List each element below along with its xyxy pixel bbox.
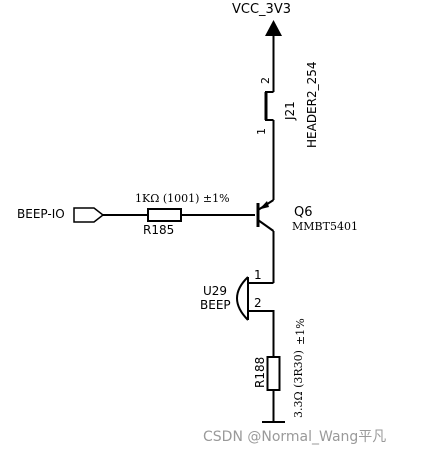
resistor-r185-ref: R185 <box>143 223 174 237</box>
header-pin2-label: 2 <box>259 77 272 84</box>
transistor-part: MMBT5401 <box>292 220 358 233</box>
buzzer-pin2-label: 2 <box>254 296 262 310</box>
resistor-r188-body <box>266 356 281 391</box>
transistor-q6-emitter-arrow <box>259 201 269 210</box>
transistor-q6-collector-lead <box>257 219 275 232</box>
watermark-text: CSDN @Normal_Wang平凡 <box>203 429 386 445</box>
header-ref: J21 <box>283 101 297 121</box>
resistor-r188-value: 3.3Ω (3R30) <box>292 350 305 418</box>
buzzer-u29-body <box>236 276 249 321</box>
net-port-symbol <box>73 207 105 223</box>
header-pin1-label: 1 <box>255 128 268 135</box>
net-label: BEEP-IO <box>17 207 65 221</box>
resistor-r185-value: 1KΩ (1001) ±1% <box>135 192 230 205</box>
header-value: HEADER2_254 <box>305 61 319 148</box>
resistor-r188-ref: R188 <box>253 357 267 388</box>
buzzer-pin1-label: 1 <box>254 268 262 282</box>
transistor-ref: Q6 <box>294 205 313 220</box>
wire-buzzer-to-r188 <box>248 310 275 357</box>
buzzer-value: BEEP <box>200 298 231 312</box>
power-label: VCC_3V3 <box>232 2 291 17</box>
power-arrow-symbol <box>265 20 282 36</box>
buzzer-ref: U29 <box>203 284 227 298</box>
resistor-r185-body <box>147 208 182 222</box>
resistor-r188-tolerance: ±1% <box>294 318 307 345</box>
